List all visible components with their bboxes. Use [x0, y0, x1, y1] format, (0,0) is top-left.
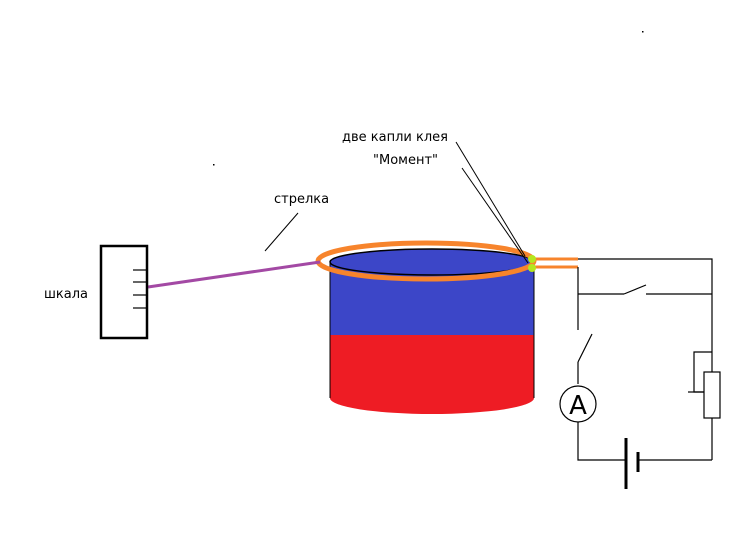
- switch-lower: [577, 333, 593, 363]
- ammeter-symbol: A: [569, 391, 587, 421]
- glue-leader-line-1: [455, 141, 526, 257]
- label-glue-line1: две капли клея: [342, 130, 448, 145]
- glue-drop-top: [528, 255, 536, 263]
- label-arrow: стрелка: [274, 192, 329, 207]
- arrow-leader-line: [264, 212, 299, 252]
- pointer-needle: [147, 260, 321, 289]
- label-glue-line2: "Момент": [373, 153, 438, 168]
- circuit: A: [559, 258, 721, 489]
- rheostat: [703, 371, 721, 419]
- magnet-red-part: [330, 335, 534, 414]
- magnet-cylinder: [329, 248, 535, 414]
- glue-leader-line-2: [461, 167, 529, 264]
- switch-upper: [623, 284, 647, 295]
- label-scale: шкала: [44, 287, 88, 302]
- stray-dot-2: [642, 31, 644, 33]
- glue-drop-bottom: [528, 264, 536, 272]
- stray-dot-1: [213, 164, 215, 166]
- scale-box: [99, 244, 149, 340]
